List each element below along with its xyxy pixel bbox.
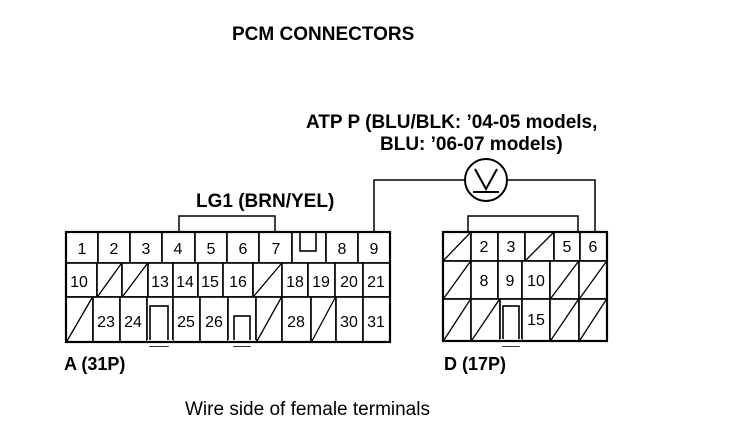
pin-a31: 31 (367, 314, 385, 331)
pin-a2: 2 (110, 241, 119, 258)
pin-a18: 18 (286, 274, 304, 291)
pin-d3: 3 (507, 239, 516, 256)
pin-a8: 8 (338, 241, 347, 258)
pin-d9: 9 (506, 273, 515, 290)
diagram-title: PCM CONNECTORS (232, 24, 414, 45)
lg1-terminal-label: LG1 (BRN/YEL) (196, 191, 334, 212)
pin-a5: 5 (207, 241, 216, 258)
pin-a21: 21 (367, 274, 385, 291)
atp-terminal-label: ATP P (BLU/BLK: ’04-05 models, (306, 112, 597, 133)
connector-a: 1 2 3 4 5 6 7 8 9 10 13 14 15 16 (64, 226, 392, 347)
pin-a20: 20 (340, 274, 358, 291)
pin-a3: 3 (142, 241, 151, 258)
pin-a4: 4 (174, 241, 183, 258)
pin-a30: 30 (340, 314, 358, 331)
pin-a6: 6 (239, 241, 248, 258)
pin-a28: 28 (287, 314, 305, 331)
atp-terminal-label-line2: BLU: ’06-07 models) (380, 134, 563, 155)
pin-a10: 10 (70, 274, 88, 291)
pin-d6: 6 (589, 239, 598, 256)
pin-a14: 14 (176, 274, 194, 291)
wiring (178, 179, 596, 232)
pin-d5: 5 (563, 239, 572, 256)
voltmeter-icon (464, 158, 508, 202)
pin-d8: 8 (480, 273, 489, 290)
connector-d-label: D (17P) (444, 354, 506, 374)
pin-a26: 26 (205, 314, 223, 331)
pin-a9: 9 (370, 241, 379, 258)
pin-d15: 15 (527, 312, 545, 329)
pin-a13: 13 (151, 274, 169, 291)
pin-a24: 24 (124, 314, 142, 331)
pin-a7: 7 (272, 241, 281, 258)
pin-a15: 15 (201, 274, 219, 291)
pin-a1: 1 (78, 241, 87, 258)
connector-d: 2 3 5 6 8 9 10 15 (441, 230, 609, 347)
pin-a23: 23 (97, 314, 115, 331)
pin-a19: 19 (312, 274, 330, 291)
connector-a-label: A (31P) (64, 354, 125, 374)
pin-a16: 16 (229, 274, 247, 291)
pin-d10: 10 (527, 273, 545, 290)
pin-d2: 2 (480, 239, 489, 256)
pin-a25: 25 (177, 314, 195, 331)
diagram-caption: Wire side of female terminals (185, 399, 430, 420)
